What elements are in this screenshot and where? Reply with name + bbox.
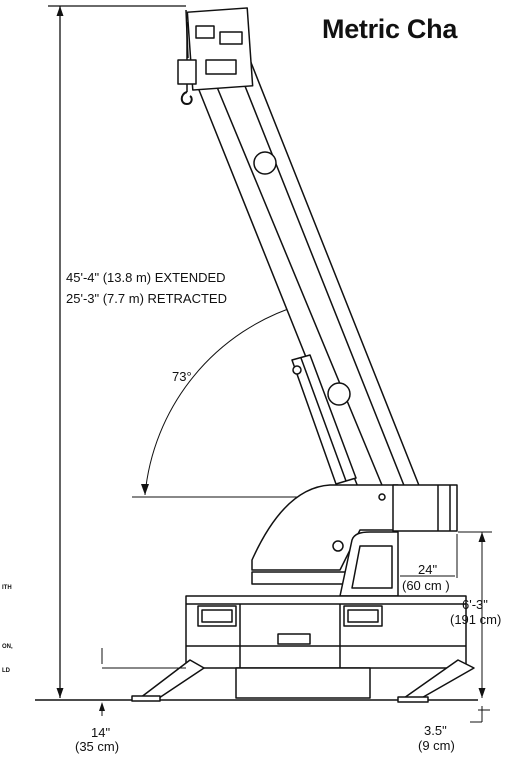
boom-head: [185, 7, 254, 91]
overhang-dimension: [397, 531, 492, 578]
overhang-in-label: 24": [418, 562, 438, 577]
turret: [251, 484, 399, 585]
text-fragment: ITH: [2, 585, 12, 591]
crane-boom: [194, 59, 421, 493]
height-extended-label: 45'-4" (13.8 m) EXTENDED: [66, 270, 226, 285]
text-fragment: ON,: [2, 644, 13, 650]
cab-height-ft-label: 6'-3": [462, 597, 488, 612]
pad-offset-in-label: 3.5": [424, 723, 447, 738]
clearance-dimension: [99, 648, 186, 716]
text-fragment: LD: [2, 668, 10, 674]
overhang-cm-label: (60 cm ): [402, 578, 450, 593]
ground-clearance-in-label: 14": [91, 725, 111, 740]
pad-offset-dimension: [470, 706, 490, 723]
page-title: Metric Cha: [322, 14, 458, 44]
ground-clearance-cm-label: (35 cm): [75, 739, 120, 754]
boom-angle-label: 73°: [172, 369, 192, 384]
height-retracted-label: 25'-3" (7.7 m) RETRACTED: [66, 291, 227, 306]
operator-cab: [339, 531, 399, 597]
cab-height-cm-label: (191 cm): [450, 612, 502, 627]
counterweight: [392, 484, 458, 532]
outriggers: [131, 659, 475, 703]
carrier-body: [185, 595, 467, 699]
cab-height-dimension: [478, 532, 486, 698]
hook-block: [177, 22, 197, 105]
height-dimension-line: [48, 5, 186, 698]
pad-offset-cm-label: (9 cm): [418, 738, 455, 753]
